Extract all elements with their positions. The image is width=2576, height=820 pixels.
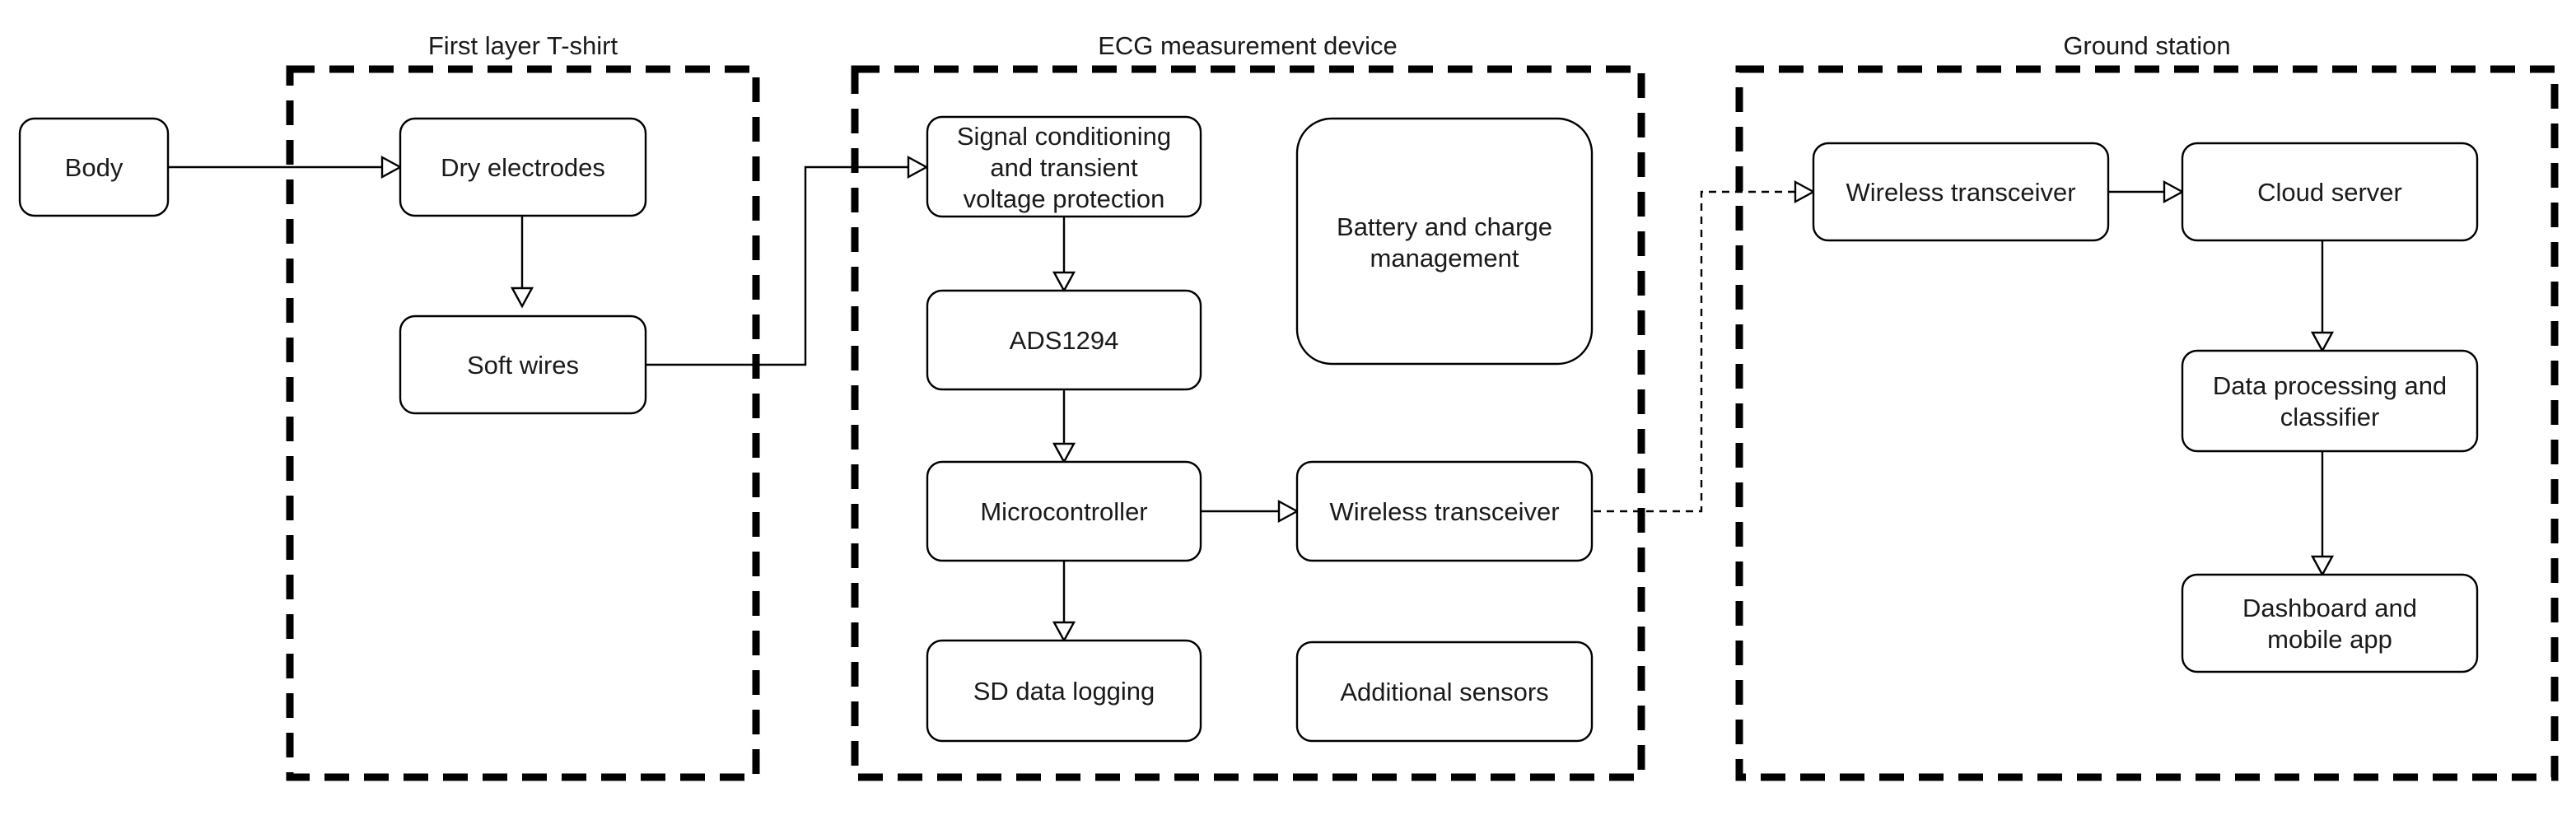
group-label: First layer T-shirt [428, 31, 618, 60]
node-data-processing-classifier: Data processing and classifier [2181, 349, 2479, 453]
node-label-line: voltage protection [964, 184, 1165, 213]
node-label: Battery and charge management [1337, 212, 1552, 273]
node-label-line: Signal conditioning [957, 122, 1171, 151]
arrowhead [2310, 331, 2335, 353]
node-ads1294: ADS1294 [926, 289, 1202, 391]
node-battery-charge-management: Battery and charge management [1295, 117, 1594, 366]
node-box [1295, 641, 1594, 743]
node-label: Microcontroller [980, 497, 1147, 526]
node-label: Soft wires [467, 351, 579, 380]
node-label: Additional sensors [1340, 678, 1548, 706]
node-box [399, 117, 647, 217]
node-box [2181, 142, 2479, 242]
node-label: SD data logging [973, 677, 1155, 706]
node-label-line: and transient [990, 153, 1138, 182]
node-label: Dry electrodes [441, 153, 605, 182]
node-label: Wireless transceiver [1329, 497, 1559, 526]
node-box [2181, 349, 2479, 453]
node-additional-sensors: Additional sensors [1295, 641, 1594, 743]
node-dashboard-mobile-app: Dashboard and mobile app [2181, 573, 2479, 673]
node-box [399, 314, 647, 415]
node-label: Cloud server [2257, 178, 2402, 207]
node-sd-data-logging: SD data logging [926, 639, 1202, 743]
node-label: Wireless transceiver [1846, 178, 2075, 207]
node-box [926, 115, 1202, 218]
arrowhead [1052, 271, 1076, 293]
node-ground-wireless-transceiver: Wireless transceiver [1812, 142, 2110, 242]
node-label-line: Dashboard and [2242, 594, 2417, 622]
group-label: ECG measurement device [1098, 31, 1398, 60]
group-border [1735, 65, 2559, 781]
arrowhead [1277, 499, 1300, 524]
node-label: Data processing and classifier [2213, 371, 2447, 431]
node-microcontroller: Microcontroller [926, 460, 1202, 562]
edge-device-wireless-to-ground-wireless [1594, 190, 1795, 513]
node-label-line: Wireless transceiver [1846, 178, 2075, 207]
node-label-line: Soft wires [467, 351, 579, 380]
node-box [926, 639, 1202, 743]
node-label-line: classifier [2280, 403, 2380, 431]
node-box [1295, 460, 1594, 562]
node-label-line: Battery and charge [1337, 212, 1552, 241]
node-label-line: Body [65, 153, 124, 182]
node-dry-electrodes: Dry electrodes [399, 117, 647, 217]
node-box [18, 117, 170, 217]
group-first-layer-tshirt: First layer T-shirt [286, 31, 760, 781]
node-soft-wires: Soft wires [399, 314, 647, 415]
arrowhead [380, 155, 403, 179]
arrowhead [907, 155, 929, 179]
group-ecg-measurement-device: ECG measurement device [851, 31, 1645, 781]
node-label-line: Data processing and [2213, 371, 2447, 400]
arrowhead [2163, 179, 2185, 204]
arrowhead [1052, 442, 1076, 464]
node-box [1295, 117, 1594, 366]
node-box [926, 460, 1202, 562]
node-box [1812, 142, 2110, 242]
node-label-line: SD data logging [973, 677, 1155, 706]
arrowhead [1794, 179, 1816, 204]
node-label: Body [65, 153, 124, 182]
node-label-line: ADS1294 [1010, 326, 1119, 355]
group-border [286, 65, 760, 781]
node-device-wireless-transceiver: Wireless transceiver [1295, 460, 1594, 562]
node-label-line: mobile app [2267, 625, 2392, 654]
node-box [926, 289, 1202, 391]
node-label-line: Wireless transceiver [1329, 497, 1559, 526]
group-label: Ground station [2063, 31, 2230, 60]
node-label-line: Dry electrodes [441, 153, 605, 182]
group-ground-station: Ground station [1735, 31, 2559, 781]
node-label-line: Cloud server [2257, 178, 2402, 207]
node-label: ADS1294 [1010, 326, 1119, 355]
arrowhead [510, 287, 534, 309]
connectors [168, 155, 2335, 643]
nodes: Body Dry electrodes Soft wires Signal co… [18, 115, 2479, 743]
node-box [2181, 573, 2479, 673]
node-label-line: management [1370, 244, 1519, 273]
node-label: Dashboard and mobile app [2242, 594, 2417, 654]
node-body: Body [18, 117, 170, 217]
arrowhead [2310, 555, 2335, 577]
node-cloud-server: Cloud server [2181, 142, 2479, 242]
edge-soft-wires-to-signal-conditioning [646, 165, 908, 366]
node-label-line: Microcontroller [980, 497, 1147, 526]
node-label-line: Additional sensors [1340, 678, 1548, 706]
arrowhead [1052, 621, 1076, 643]
